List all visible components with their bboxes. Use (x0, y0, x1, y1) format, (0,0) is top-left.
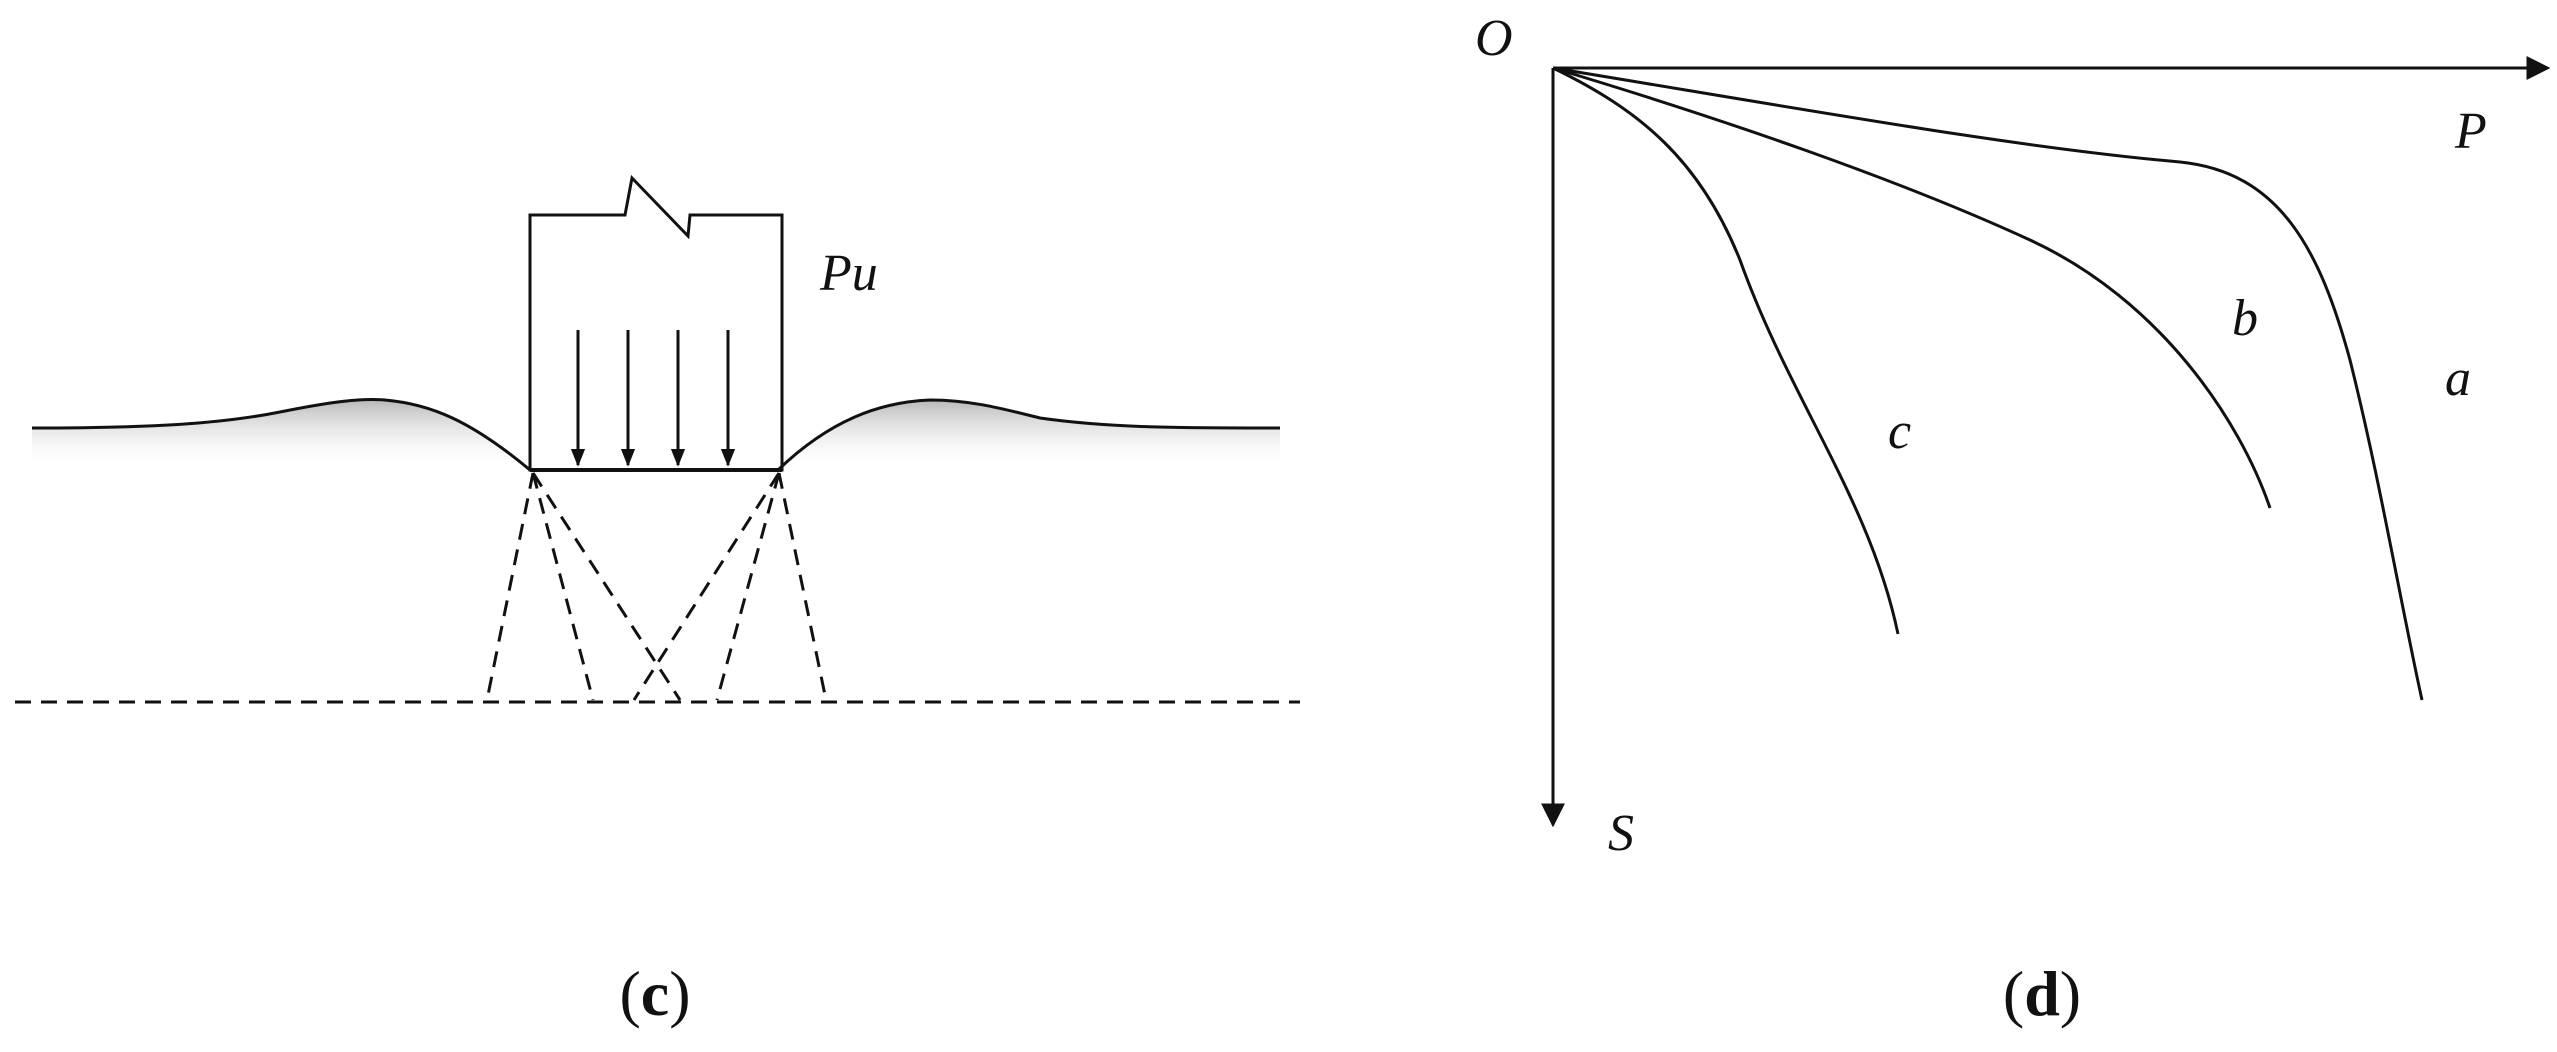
curve-a-label: a (2445, 350, 2471, 407)
ground-shade-right (778, 400, 1280, 470)
curve-b (1552, 66, 2272, 509)
caption-c: (c) (619, 958, 690, 1029)
y-axis-label: S (1608, 805, 1634, 862)
curve-b-label: b (2232, 290, 2258, 347)
ground-shade-left (32, 399, 530, 470)
curve-a (1552, 66, 2424, 701)
panel-d: O P S a b c (d) (1475, 10, 2551, 1029)
ground-surface-right (776, 398, 1281, 472)
curve-c-label: c (1888, 403, 1911, 460)
caption-d: (d) (2003, 958, 2081, 1029)
failure-surfaces (485, 472, 828, 701)
ground-surface-left (31, 398, 531, 472)
x-axis-label: P (2454, 103, 2487, 160)
curve-c (1552, 66, 1900, 635)
load-label: Pu (819, 245, 878, 302)
footing-outline (528, 174, 784, 472)
panel-c: Pu (c) (15, 174, 1300, 1029)
origin-label: O (1475, 10, 1513, 67)
